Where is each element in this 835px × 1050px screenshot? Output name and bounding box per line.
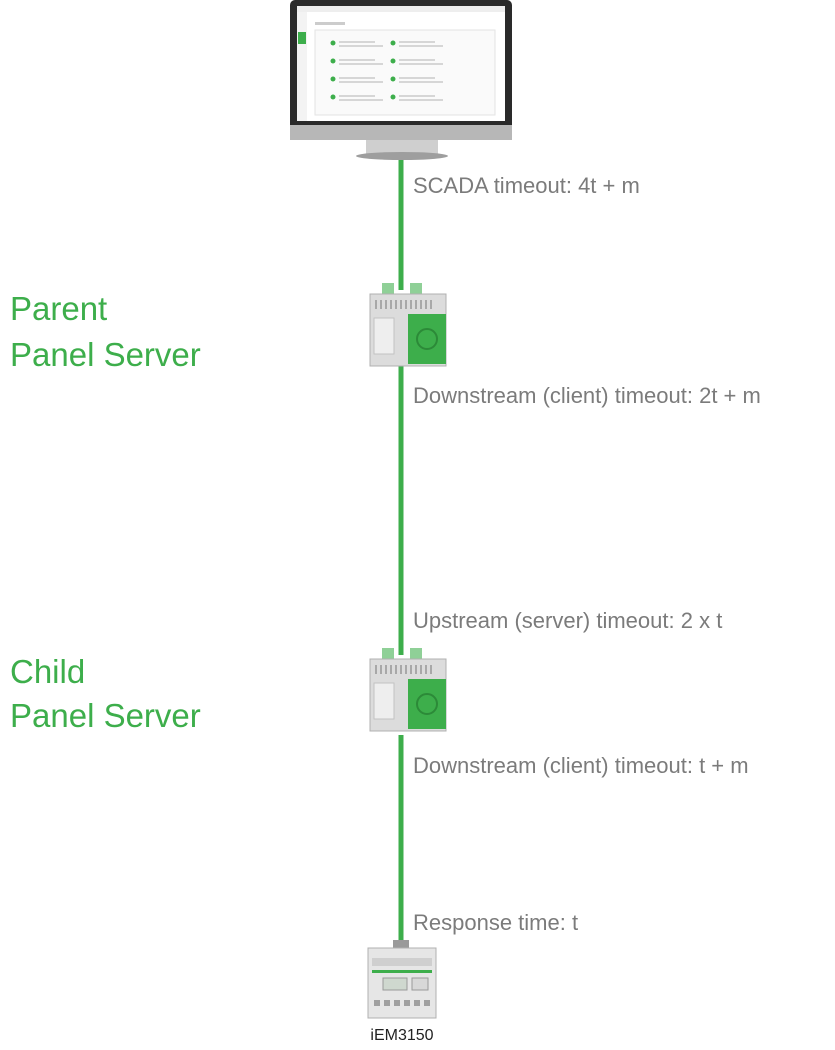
child-title-line2: Panel Server xyxy=(10,697,201,734)
meter-caption: iEM3150 xyxy=(370,1027,433,1044)
panel-server-icon xyxy=(369,283,447,367)
panel-server-icon xyxy=(369,648,447,732)
response-time-label: Response time: t xyxy=(413,910,578,935)
parent-downstream-timeout-label: Downstream (client) timeout: 2t + m xyxy=(413,383,761,408)
parent-title-line2: Panel Server xyxy=(10,336,201,373)
scada-timeout-label: SCADA timeout: 4t + m xyxy=(413,173,640,198)
child-downstream-timeout-label: Downstream (client) timeout: t + m xyxy=(413,753,749,778)
parent-title-line1: Parent xyxy=(10,290,107,327)
monitor-icon xyxy=(290,0,512,160)
child-title-line1: Child xyxy=(10,653,85,690)
energy-meter-icon xyxy=(367,940,437,1019)
child-upstream-timeout-label: Upstream (server) timeout: 2 x t xyxy=(413,608,722,633)
